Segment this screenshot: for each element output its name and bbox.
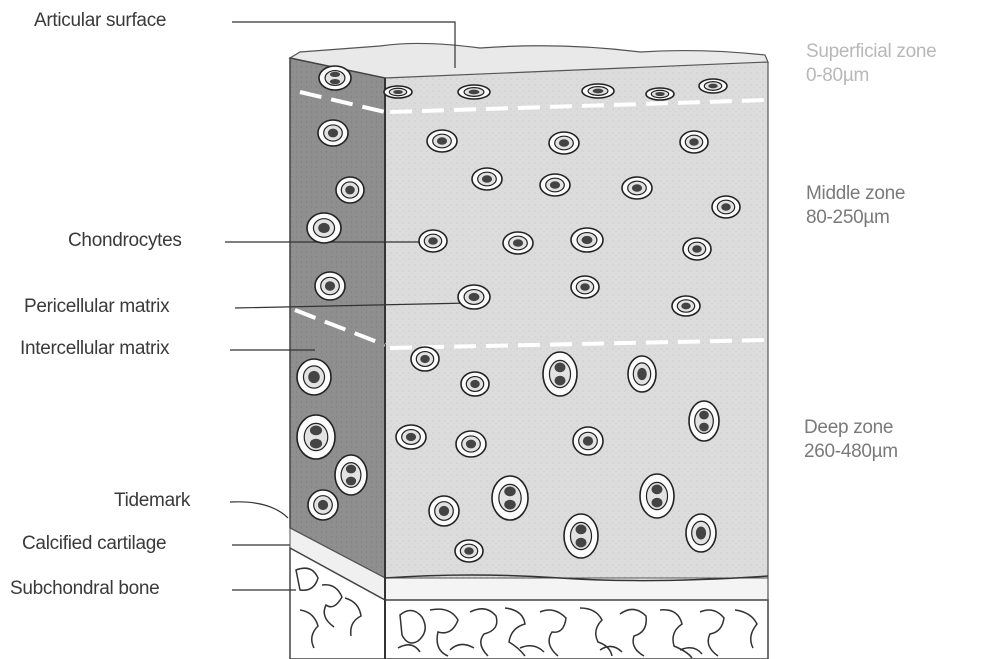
zone-deep: Deep zone 260-480µm: [804, 416, 898, 464]
chondrocyte: [472, 168, 502, 190]
chondrocyte: [384, 86, 412, 98]
zone-deep-depth: 260-480µm: [804, 440, 898, 464]
zone-deep-name: Deep zone: [804, 416, 898, 440]
label-subchondral-bone: Subchondral bone: [10, 578, 159, 600]
chondrocyte: [640, 474, 674, 518]
chondrocyte: [672, 296, 700, 316]
chondrocyte: [319, 66, 351, 90]
chondrocyte: [549, 132, 579, 154]
zone-superficial-depth: 0-80µm: [806, 64, 936, 88]
label-intercellular-matrix: Intercellular matrix: [20, 338, 169, 360]
calcified-cartilage-front: [385, 578, 768, 600]
chondrocyte: [411, 347, 439, 371]
zone-superficial: Superficial zone 0-80µm: [806, 40, 936, 88]
label-chondrocytes: Chondrocytes: [68, 230, 182, 252]
chondrocyte: [683, 238, 711, 260]
chondrocyte: [628, 356, 656, 392]
chondrocyte: [571, 276, 599, 298]
chondrocyte: [396, 425, 426, 449]
chondrocyte: [318, 120, 348, 146]
chondrocyte: [419, 230, 447, 252]
chondrocyte: [335, 455, 367, 495]
chondrocyte: [297, 359, 331, 395]
chondrocyte: [646, 88, 674, 100]
label-tidemark: Tidemark: [114, 490, 190, 512]
chondrocyte: [543, 352, 577, 396]
chondrocyte: [540, 174, 570, 196]
zone-middle-name: Middle zone: [806, 182, 905, 206]
chondrocyte: [456, 431, 486, 457]
chondrocyte: [571, 228, 603, 252]
chondrocyte: [427, 130, 457, 152]
chondrocyte: [297, 415, 335, 459]
label-pericellular-matrix: Pericellular matrix: [24, 296, 169, 318]
label-articular-surface: Articular surface: [34, 10, 166, 32]
chondrocyte: [712, 196, 740, 218]
chondrocyte: [492, 476, 528, 520]
chondrocyte: [336, 177, 364, 203]
chondrocyte: [582, 84, 614, 98]
chondrocyte: [686, 514, 716, 552]
chondrocyte: [461, 372, 489, 396]
chondrocyte: [458, 85, 490, 99]
chondrocyte: [458, 285, 490, 309]
chondrocyte: [455, 540, 483, 562]
label-calcified-cartilage: Calcified cartilage: [22, 533, 166, 555]
pointer-tidemark: [230, 502, 288, 518]
chondrocyte: [564, 514, 598, 558]
chondrocyte: [622, 177, 652, 199]
chondrocyte: [429, 496, 459, 526]
chondrocyte: [573, 427, 603, 455]
zone-middle-depth: 80-250µm: [806, 206, 905, 230]
chondrocyte: [689, 401, 719, 441]
chondrocyte: [680, 131, 708, 153]
chondrocyte: [307, 213, 341, 243]
chondrocyte: [315, 272, 345, 300]
chondrocyte: [308, 490, 338, 520]
chondrocyte: [503, 232, 533, 254]
zone-superficial-name: Superficial zone: [806, 40, 936, 64]
chondrocyte: [699, 79, 727, 93]
zone-middle: Middle zone 80-250µm: [806, 182, 905, 230]
